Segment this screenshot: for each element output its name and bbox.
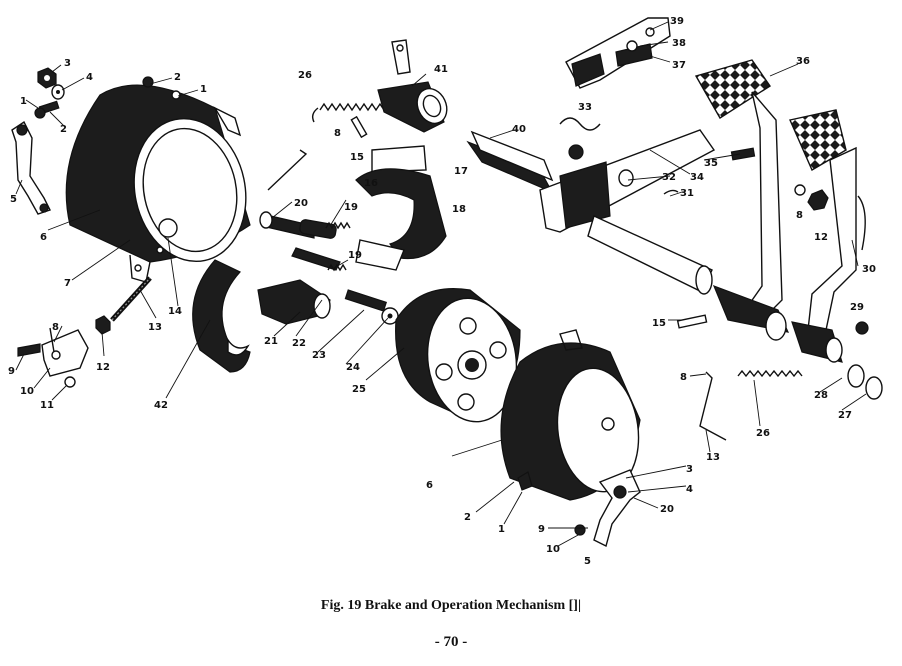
adjusting-rod-13	[110, 276, 152, 322]
callout-11: 11	[40, 400, 54, 411]
callout-15: 15	[350, 152, 364, 163]
callout-1: 1	[200, 84, 207, 95]
pedal-pads-36	[694, 59, 847, 172]
callout-42: 42	[154, 400, 168, 411]
callout-34: 34	[690, 172, 704, 183]
bolt-washers-23-24	[344, 289, 399, 325]
callout-3: 3	[686, 464, 693, 475]
callout-4: 4	[86, 72, 93, 83]
callout-17: 17	[454, 166, 468, 177]
callout-7: 7	[64, 278, 71, 289]
callout-25: 25	[352, 384, 366, 395]
callout-labels: 3 4 1 2 5 6 7 2 1 8 9 10 11 12 13 14 42 …	[8, 16, 876, 567]
callout-5: 5	[584, 556, 591, 567]
clevis-yoke	[17, 315, 111, 388]
leader-lines	[15, 21, 867, 547]
callout-38: 38	[672, 38, 686, 49]
callout-12: 12	[96, 362, 110, 373]
callout-2: 2	[174, 72, 181, 83]
callout-27: 27	[838, 410, 852, 421]
spring-26-top	[311, 102, 393, 123]
callout-40: 40	[512, 124, 526, 135]
callout-24: 24	[346, 362, 360, 373]
pedal-arm-34	[539, 129, 716, 233]
callout-1: 1	[498, 524, 505, 535]
callout-30: 30	[862, 264, 876, 275]
callout-41: 41	[434, 64, 448, 75]
callout-33: 33	[578, 102, 592, 113]
washers-27-28	[847, 364, 883, 400]
callout-32: 32	[662, 172, 676, 183]
callout-1: 1	[20, 96, 27, 107]
callout-21: 21	[264, 336, 278, 347]
callout-20: 20	[660, 504, 674, 515]
brake-disc-25	[395, 288, 521, 423]
spring-26-right	[737, 369, 803, 378]
callout-16: 16	[364, 178, 378, 189]
pin-15-right	[676, 314, 708, 329]
right-operating-lever	[574, 469, 641, 548]
callout-20: 20	[294, 198, 308, 209]
callout-18: 18	[452, 204, 466, 215]
callout-36: 36	[796, 56, 810, 67]
callout-10: 10	[20, 386, 34, 397]
callout-31: 31	[680, 188, 694, 199]
small-parts-12-29-35	[663, 147, 869, 335]
pin-8-and-lever-15	[267, 115, 368, 191]
callout-3: 3	[64, 58, 71, 69]
pivot-tube	[712, 284, 843, 363]
callout-26: 26	[756, 428, 770, 439]
callout-13: 13	[148, 322, 162, 333]
callout-37: 37	[672, 60, 686, 71]
left-washer-4	[51, 84, 65, 100]
callout-26: 26	[298, 70, 312, 81]
callout-8: 8	[680, 372, 687, 383]
callout-5: 5	[10, 194, 17, 205]
left-operating-lever	[11, 120, 51, 215]
callout-4: 4	[686, 484, 693, 495]
callout-12: 12	[814, 232, 828, 243]
camshaft-20	[259, 211, 337, 239]
spring-33	[559, 117, 601, 160]
callout-13: 13	[706, 452, 720, 463]
springs-19	[325, 221, 351, 272]
lever-arm-41	[377, 39, 448, 133]
callout-2: 2	[464, 512, 471, 523]
callout-2: 2	[60, 124, 67, 135]
shaft-40	[466, 130, 554, 194]
page-number: - 70 -	[434, 634, 468, 650]
callout-8: 8	[796, 210, 803, 221]
callout-9: 9	[538, 524, 545, 535]
callout-6: 6	[426, 480, 433, 491]
brake-shoe-42	[192, 259, 251, 373]
callout-29: 29	[850, 302, 864, 313]
callout-10: 10	[546, 544, 560, 555]
callout-15: 15	[652, 318, 666, 329]
cross-shaft	[587, 215, 713, 295]
callout-19: 19	[348, 250, 362, 261]
callout-8: 8	[334, 128, 341, 139]
camshaft-21-22	[257, 247, 341, 325]
callout-39: 39	[670, 16, 684, 27]
figure-caption: Fig. 19 Brake and Operation Mechanism []…	[320, 598, 582, 613]
bracket-39-with-bolt	[565, 17, 671, 89]
callout-35: 35	[704, 158, 718, 169]
callout-22: 22	[292, 338, 306, 349]
callout-8: 8	[52, 322, 59, 333]
left-spring-top-2	[142, 76, 181, 100]
brake-shoes-16-17	[355, 145, 447, 271]
callout-6: 6	[40, 232, 47, 243]
left-brake-drum	[65, 84, 251, 283]
left-nut-3	[37, 67, 57, 89]
callout-14: 14	[168, 306, 182, 317]
callout-28: 28	[814, 390, 828, 401]
right-brake-drum	[500, 329, 641, 501]
left-bolt-2	[34, 100, 60, 119]
callout-9: 9	[8, 366, 15, 377]
callout-19: 19	[344, 202, 358, 213]
right-pin-8-rod-13	[699, 371, 727, 441]
callout-23: 23	[312, 350, 326, 361]
